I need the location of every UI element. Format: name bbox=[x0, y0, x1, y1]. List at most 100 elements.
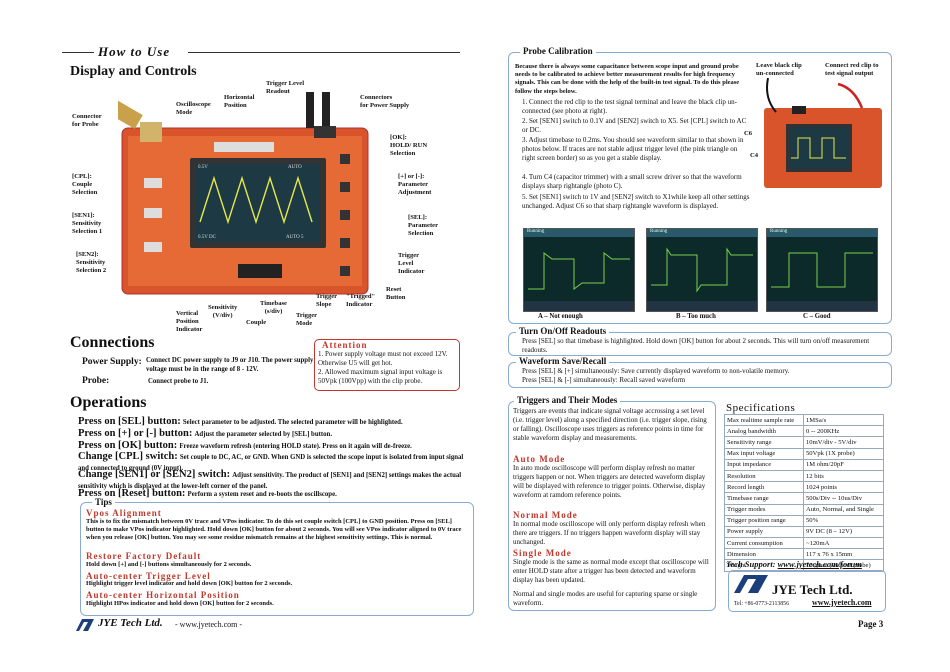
tips-title: Tips bbox=[92, 497, 115, 507]
spec-key: Resolution bbox=[724, 469, 804, 483]
label-trigger-level-readout: Trigger Level Readout bbox=[266, 80, 305, 95]
label-trigged-indicator: "Trigged" Indicator bbox=[346, 293, 376, 308]
company-logo-box bbox=[728, 570, 886, 612]
spec-value: 12 bits bbox=[803, 469, 884, 483]
page-number: Page 3 bbox=[858, 619, 884, 629]
spec-key: Trigger modes bbox=[724, 503, 804, 516]
tip-title: Restore Factory Default bbox=[86, 551, 202, 561]
label-c6: C6 bbox=[744, 130, 753, 137]
power-supply-key: Power Supply: bbox=[82, 357, 142, 367]
label-sen1: [SEN1]: Sensitivity Selection 1 bbox=[72, 212, 103, 235]
probe-calibration-title: Probe Calibration bbox=[520, 46, 596, 56]
waveform-screenshot-b: Running bbox=[646, 228, 758, 312]
label-black-clip: Leave black clip un-connected bbox=[756, 62, 802, 77]
footer-url[interactable]: - www.jyetech.com - bbox=[175, 620, 243, 629]
waveform-caption-b: B – Too much bbox=[676, 313, 716, 320]
company-tel: Tel: +86-0773-2113856 bbox=[734, 601, 789, 607]
modes-note: Normal and single modes are useful for c… bbox=[513, 590, 698, 607]
spec-key: Max realtime sample rate bbox=[724, 413, 804, 427]
spec-key: Current consumption bbox=[724, 537, 804, 550]
tip-body: This is to fix the mismatch between 0V t… bbox=[86, 518, 462, 542]
waveform-caption-c: C – Good bbox=[803, 313, 831, 320]
probe-key: Probe: bbox=[82, 376, 110, 386]
label-red-clip: Connect red clip to test signal output bbox=[825, 62, 879, 77]
display-controls-title: Display and Controls bbox=[70, 64, 197, 79]
spec-key: Trigger position range bbox=[724, 514, 804, 527]
waveform-screenshot-c: Running bbox=[766, 228, 878, 312]
tech-support-link[interactable]: www.jyetech.com/forum bbox=[777, 559, 862, 569]
company-url[interactable]: www.jyetech.com bbox=[812, 598, 872, 607]
tip-body: Highlight trigger level indicator and ho… bbox=[86, 580, 293, 587]
screen-top-right: AUTO bbox=[288, 165, 302, 170]
probe-step: 1. Connect the red clip to the test sign… bbox=[522, 98, 737, 115]
spec-value: 1024 points bbox=[803, 481, 884, 494]
spec-value: 50% bbox=[803, 514, 884, 527]
section-title: How to Use bbox=[98, 44, 171, 59]
tech-support-label: Tech Support: bbox=[726, 559, 776, 569]
mode-body: In normal mode oscilloscope will only pe… bbox=[513, 520, 706, 546]
power-supply-text: Connect DC power supply to J9 or J10. Th… bbox=[146, 357, 314, 373]
footer-brand: JYE Tech Ltd. bbox=[98, 617, 163, 629]
spec-value: 9V DC (8 – 12V) bbox=[803, 525, 884, 539]
waveform-caption-a: A – Not enough bbox=[538, 313, 583, 320]
spec-key: Analog bandwidth bbox=[724, 425, 804, 438]
triggers-intro: Triggers are events that indicate signal… bbox=[513, 407, 707, 442]
save-title: Waveform Save/Recall bbox=[516, 356, 610, 366]
label-sensitivity: Sensitivity (V/div) bbox=[208, 304, 238, 319]
probe-calibration-intro: Because there is always some capacitance… bbox=[515, 63, 740, 95]
footer-logo-icon bbox=[76, 618, 94, 631]
probe-step: 4. Turn C4 (capacitor trimmer) with a sm… bbox=[522, 173, 742, 190]
screen-top-left: 0.5V bbox=[198, 165, 208, 170]
label-cpl-switch: [CPL]: Couple Selection bbox=[72, 173, 98, 196]
calibration-photo bbox=[758, 77, 884, 190]
save-text: Press [SEL] & [+] simultaneously: Save c… bbox=[522, 367, 790, 385]
spec-value: 50Vpk (1X probe) bbox=[803, 447, 884, 460]
tip-title: Auto-center Horizontal Position bbox=[86, 590, 240, 600]
operation-row: Change [SEN1] or [SEN2] switch: Adjust s… bbox=[78, 469, 462, 490]
spec-key: Max input voltage bbox=[724, 447, 804, 460]
label-horizontal-position: Horizontal Position bbox=[224, 94, 255, 109]
label-trigger-slope: Trigger Slope bbox=[316, 293, 338, 308]
tip-title: Vpos Alignment bbox=[86, 508, 162, 518]
probe-calibration-box bbox=[508, 52, 892, 324]
screen-bottom-right: AUTO 5 bbox=[286, 235, 304, 240]
label-connector-probe: Connector for Probe bbox=[72, 113, 102, 128]
mode-body: In auto mode oscilloscope will perform d… bbox=[513, 464, 706, 499]
mode-title: Auto Mode bbox=[513, 454, 566, 464]
spec-value: ~120mA bbox=[803, 537, 884, 550]
operation-row: Press on [+] or [-] button: Adjust the p… bbox=[78, 428, 333, 439]
mode-body: Single mode is the same as normal mode e… bbox=[513, 558, 709, 584]
attention-item-2: 2. Allowed maximum signal input voltage … bbox=[318, 368, 443, 385]
oscilloscope-board-photo: 0.5V AUTO 0.5V DC AUTO 5 bbox=[96, 92, 374, 302]
operation-row: Press on [SEL] button: Select parameter … bbox=[78, 416, 403, 427]
label-oscilloscope-mode: Oscilloscope Mode bbox=[176, 101, 211, 116]
label-couple: Couple bbox=[246, 319, 267, 326]
operations-title: Operations bbox=[70, 394, 147, 411]
operation-row: Change [CPL] switch: Set couple to DC, A… bbox=[78, 451, 464, 472]
label-timebase: Timebase (s/div) bbox=[260, 300, 287, 315]
tip-body: Hold down [+] and [-] buttons simultaneo… bbox=[86, 561, 252, 568]
spec-key: Input impedance bbox=[724, 458, 804, 471]
label-c4: C4 bbox=[750, 152, 759, 159]
onoff-text: Press [SEL] so that timebase is highligh… bbox=[522, 337, 870, 354]
spec-value: 0 -- 200KHz bbox=[803, 425, 884, 438]
save-box bbox=[508, 362, 892, 388]
waveform-header: Running bbox=[527, 229, 545, 234]
operation-row: Press on [OK] button: Freeze waveform re… bbox=[78, 440, 412, 451]
operation-row: Press on [Reset] button: Perform a syste… bbox=[78, 488, 337, 499]
attention-box bbox=[314, 339, 460, 391]
waveform-header: Running bbox=[770, 229, 788, 234]
label-vertical-position: Vertical Position Indicator bbox=[176, 310, 203, 333]
company-logo-name: JYE Tech Ltd. bbox=[772, 582, 853, 597]
